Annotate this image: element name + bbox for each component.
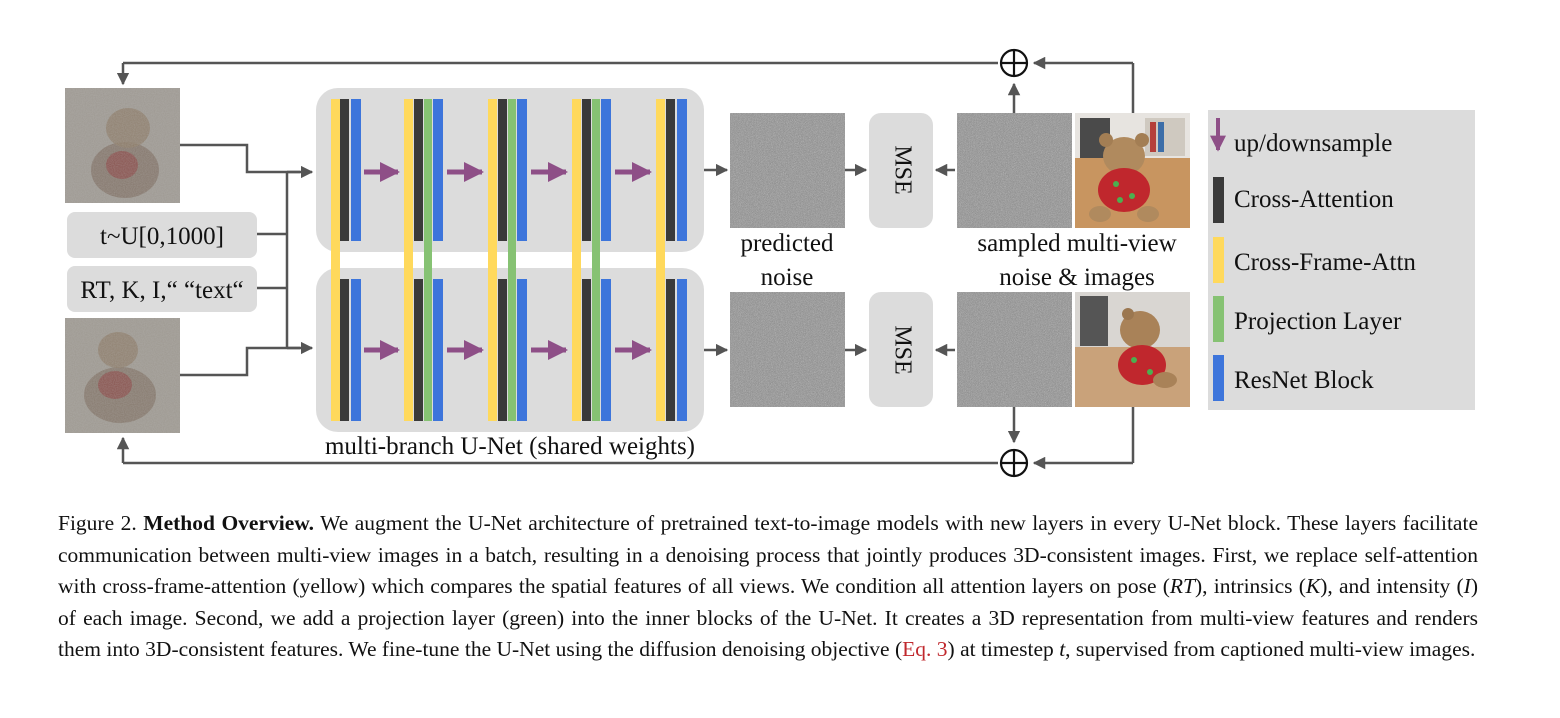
timestep-box: t~U[0,1000] [67, 212, 257, 258]
sampled-noise-top [957, 113, 1072, 228]
unet-block-5-top [656, 99, 687, 241]
cross-frame-attn-swatch [1213, 237, 1224, 283]
predicted-noise-label-line1: predicted [740, 230, 834, 257]
caption-math-t: t [1059, 637, 1066, 661]
unet-label: multi-branch U-Net (shared weights) [325, 433, 695, 460]
bottom-feedback-loop [116, 406, 1135, 470]
input-connectors [180, 143, 314, 377]
legend-item-projection-layer: Projection Layer [1213, 296, 1402, 342]
top-oplus-symbol [999, 48, 1029, 78]
equation-reference-link[interactable]: Eq. 3 [902, 637, 948, 661]
legend-item-cross-attention: Cross-Attention [1213, 177, 1394, 223]
unet-blocks-top [331, 99, 687, 241]
shared-layer-links [331, 240, 665, 280]
legend-label-resnet-block: ResNet Block [1234, 367, 1374, 394]
legend: up/downsample Cross-Attention Cross-Fram… [1208, 110, 1475, 410]
noisy-input-image-bottom [65, 318, 180, 433]
legend-label-updownsample: up/downsample [1234, 130, 1392, 157]
conditioning-box: RT, K, I,“ “text“ [67, 266, 257, 312]
legend-item-updownsample: up/downsample [1210, 118, 1392, 157]
legend-label-cross-frame-attn: Cross-Frame-Attn [1234, 249, 1416, 276]
caption-text-5: ) at timestep [947, 637, 1060, 661]
bottom-oplus-symbol [999, 448, 1029, 478]
noisy-input-image-top [65, 88, 180, 203]
caption-text-6: , supervised from captioned multi-view i… [1065, 637, 1476, 661]
clean-image-bottom [1075, 292, 1190, 407]
projection-layer-swatch [1213, 296, 1224, 342]
updownsample-arrows [364, 162, 652, 360]
sampled-noise-bottom [957, 292, 1072, 407]
mse-box-top: MSE [869, 113, 933, 228]
caption-math-i: I [1463, 574, 1471, 598]
caption-text-3: ), and intensity ( [1320, 574, 1464, 598]
unet-block-3-top [488, 99, 527, 241]
unet-block-4-top [572, 99, 611, 241]
cross-attention-swatch [1213, 177, 1224, 223]
figure-caption: Figure 2. Method Overview. We augment th… [58, 508, 1478, 666]
caption-text-4: ) of each image. Second, we add a projec… [58, 574, 1479, 661]
unet-block-2-top [404, 99, 443, 241]
mse-box-bottom: MSE [869, 292, 933, 407]
unet-output-arrows [704, 163, 729, 357]
caption-math-k: K [1305, 574, 1321, 598]
unet-block-5-bottom [656, 279, 687, 421]
predicted-noise-top [730, 113, 845, 228]
conditioning-label: RT, K, I,“ “text“ [80, 277, 243, 304]
caption-text-1: We augment the U-Net architecture of pre… [58, 511, 1478, 598]
unet-blocks-bottom [331, 279, 687, 421]
unet-block-1-top [331, 99, 361, 241]
unet-block-3-bottom [488, 279, 527, 421]
legend-label-cross-attention: Cross-Attention [1234, 186, 1394, 213]
unet-block-1-bottom [331, 279, 361, 421]
legend-label-projection-layer: Projection Layer [1234, 308, 1402, 335]
sampled-label-line2: noise & images [999, 264, 1155, 291]
top-feedback-loop [116, 56, 1135, 116]
mse-label-top: MSE [889, 145, 915, 194]
timestep-label: t~U[0,1000] [100, 223, 224, 250]
mse-arrows [845, 163, 955, 357]
legend-item-resnet-block: ResNet Block [1213, 355, 1374, 401]
unet-block-2-bottom [404, 279, 443, 421]
sampled-label-line1: sampled multi-view [977, 230, 1176, 257]
caption-text-2: ), intrinsics ( [1194, 574, 1306, 598]
predicted-noise-label-line2: noise [761, 264, 814, 291]
mse-label-bottom: MSE [889, 325, 915, 374]
predicted-noise-bottom [730, 292, 845, 407]
method-overview-figure: t~U[0,1000] RT, K, I,“ “text“ [65, 48, 1475, 478]
caption-title: Method Overview. [143, 511, 314, 535]
legend-item-cross-frame-attn: Cross-Frame-Attn [1213, 237, 1416, 283]
caption-figure-number: Figure 2. [58, 511, 137, 535]
unet-block-4-bottom [572, 279, 611, 421]
caption-math-rt: RT [1169, 574, 1195, 598]
clean-image-top [1075, 113, 1190, 228]
resnet-block-swatch [1213, 355, 1224, 401]
